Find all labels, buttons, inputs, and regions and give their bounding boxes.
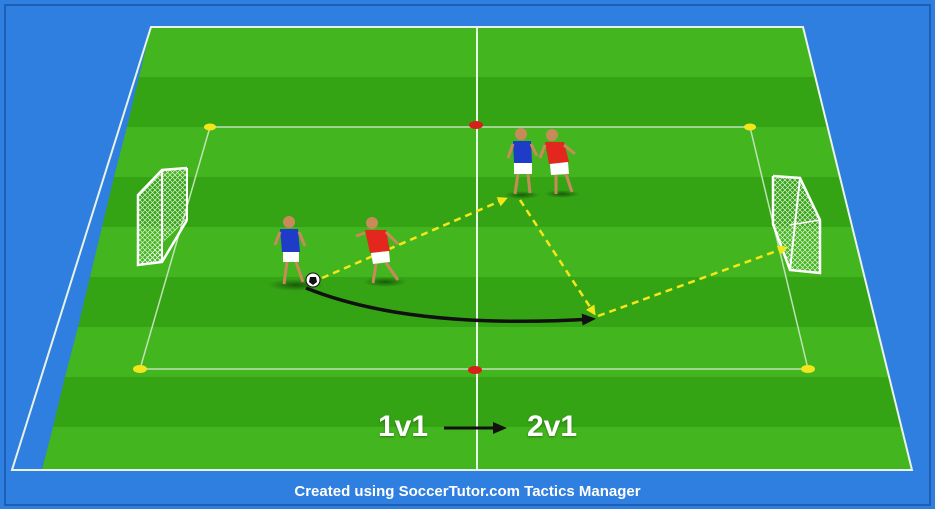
player-icon	[504, 128, 540, 199]
dribble-arrow	[305, 286, 596, 326]
shot-arrow	[597, 245, 788, 318]
pitch-boundary	[10, 26, 914, 471]
cone-icon	[133, 121, 815, 374]
ball-icon	[305, 272, 321, 288]
player-icon	[538, 129, 580, 198]
label-1v1: 1v1	[378, 410, 429, 443]
frame-border	[4, 4, 931, 506]
label-2v1: 2v1	[527, 410, 578, 443]
player-icon	[355, 217, 407, 287]
pass-arrows	[321, 197, 788, 318]
run-arrow	[518, 199, 596, 316]
pass-arrow-1	[321, 197, 508, 280]
footer-caption: Created using SoccerTutor.com Tactics Ma…	[294, 483, 641, 500]
goal-left-icon	[136, 166, 189, 267]
